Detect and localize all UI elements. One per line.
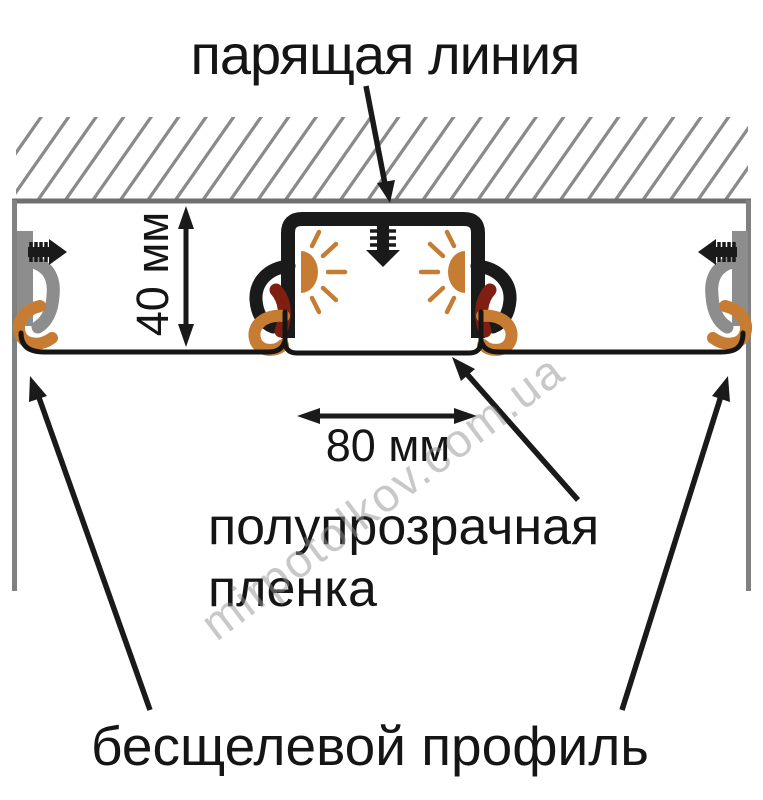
pointer-arrow-profile-right: [619, 376, 730, 711]
translucent-film-label-line2: пленка: [208, 560, 377, 618]
translucent-film-label-line1: полупрозрачная: [208, 498, 600, 556]
film-line-left: [18, 330, 287, 355]
bracket-arm-right: [705, 255, 739, 334]
film-insert-left: [269, 283, 291, 338]
width-dimension-label: 80 мм: [325, 420, 451, 471]
dim-arrow-40mm: [178, 206, 194, 347]
film-line-center: [282, 309, 484, 356]
pointer-arrow-film: [452, 357, 581, 502]
floating-line-profile: [248, 212, 518, 356]
film-line-right: [479, 330, 746, 355]
floating-line-label: парящая линия: [190, 23, 581, 86]
mounting-screw-icon: [366, 218, 400, 267]
wall-bracket-right: [698, 231, 752, 350]
pointer-arrow-floating-line: [363, 85, 395, 203]
screw-icon-left: [28, 239, 67, 265]
wall-bracket-left: [13, 231, 67, 350]
gapless-profile-label: бесщелевой профиль: [91, 715, 649, 777]
membrane: [18, 309, 746, 356]
film-insert-right: [475, 283, 497, 338]
light-icon-right: [418, 229, 465, 315]
dim-arrow-80mm: [297, 408, 477, 424]
screw-icon-right: [698, 239, 737, 265]
bracket-arm-left: [26, 255, 60, 334]
pointer-arrow-profile-left: [29, 376, 153, 711]
translucent-film-label: полупрозрачная пленка: [208, 496, 648, 620]
light-icon-left: [301, 229, 348, 315]
height-dimension-label: 40 мм: [127, 211, 178, 337]
